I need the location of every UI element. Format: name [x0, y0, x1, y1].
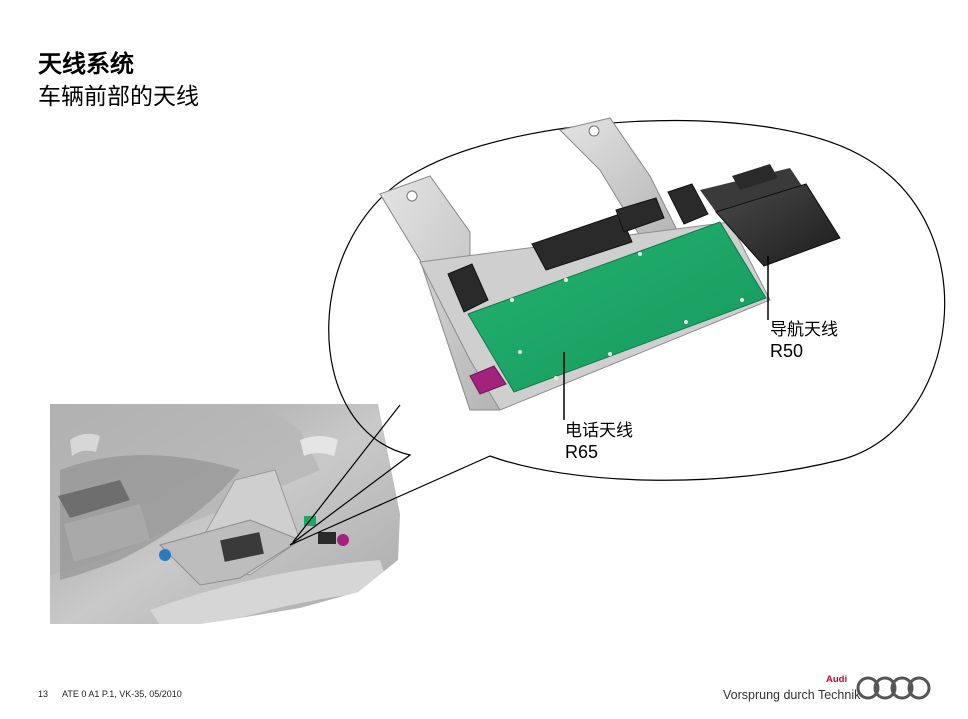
navigation-antenna-label: 导航天线: [770, 320, 838, 340]
slide-title: 天线系统: [38, 50, 134, 78]
navigation-antenna-code: R50: [770, 341, 804, 361]
audi-rings-logo: [856, 676, 931, 700]
document-reference: ATE 0 A1 P.1, VK-35, 05/2010: [62, 689, 182, 699]
board-connectors: [447, 183, 709, 313]
page-number: 13: [38, 689, 49, 699]
navigation-antenna-block: [700, 164, 841, 267]
circuit-board: [467, 221, 767, 393]
fakra-connector: [469, 365, 507, 395]
navigation-antenna-callout: 导航天线 R50: [770, 320, 838, 362]
brand-slogan: Vorsprung durch Technik: [723, 688, 861, 702]
footer-reference: 13 ATE 0 A1 P.1, VK-35, 05/2010: [38, 689, 182, 699]
roof-liner-scene: [50, 404, 400, 624]
phone-antenna-label: 电话天线: [565, 421, 633, 441]
phone-antenna-code: R65: [565, 442, 599, 462]
magnification-bubble-outline: [289, 119, 946, 546]
brand-name: Audi: [826, 674, 848, 685]
phone-antenna-callout: 电话天线 R65: [565, 421, 633, 463]
slide-subtitle: 车辆前部的天线: [38, 84, 199, 110]
zoom-line: [292, 404, 401, 543]
antenna-module: [379, 117, 841, 411]
